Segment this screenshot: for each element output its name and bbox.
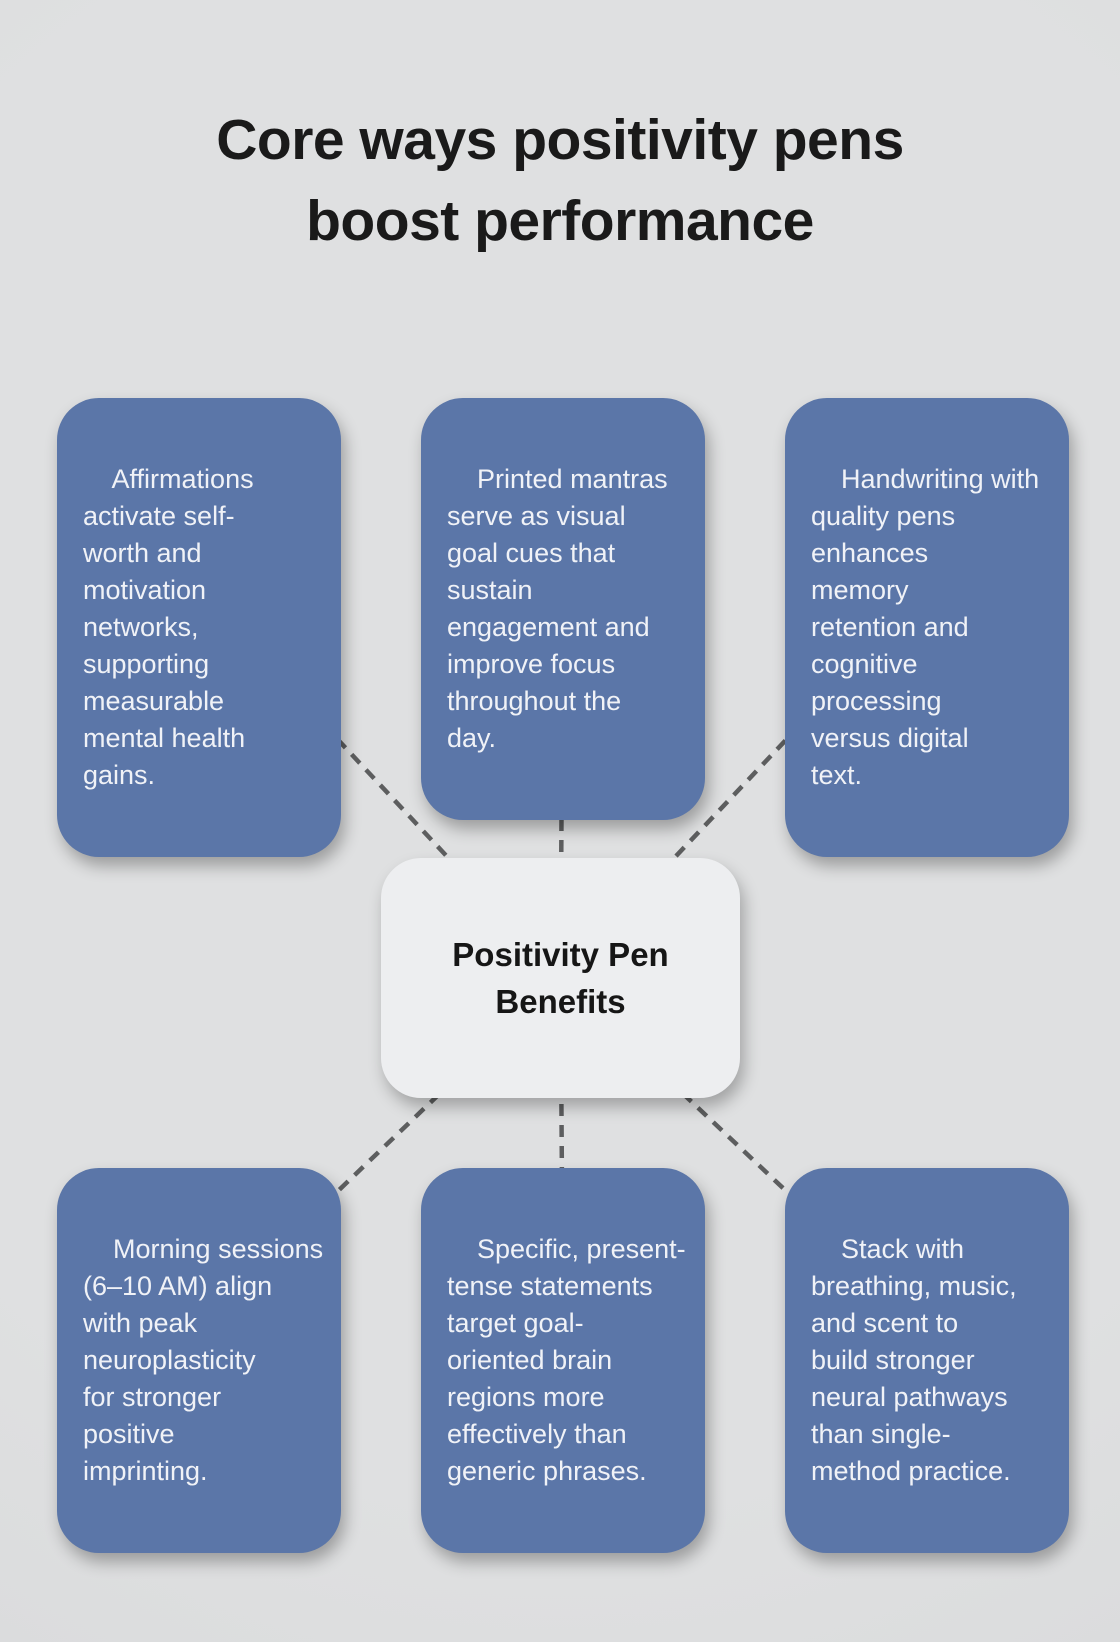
connector-line xyxy=(558,977,566,1325)
center-node-label: Positivity Pen Benefits xyxy=(452,936,669,1020)
benefit-node-affirmations: Affirmations activate self- worth and mo… xyxy=(57,398,341,857)
benefit-node-handwriting: Handwriting with quality pens enhances m… xyxy=(785,398,1069,857)
benefit-node-habit-stacking: Stack with breathing, music, and scent t… xyxy=(785,1168,1069,1553)
benefit-node-text: Affirmations activate self- worth and mo… xyxy=(83,464,254,790)
benefit-node-text: Morning sessions (6–10 AM) align with pe… xyxy=(83,1234,324,1486)
benefit-node-specific-statements: Specific, present- tense statements targ… xyxy=(421,1168,705,1553)
benefit-node-text: Printed mantras serve as visual goal cue… xyxy=(447,464,668,753)
benefit-node-text: Stack with breathing, music, and scent t… xyxy=(811,1234,1017,1486)
center-node: Positivity Pen Benefits xyxy=(381,858,740,1098)
page-title: Core ways positivity pens boost performa… xyxy=(216,108,904,253)
benefit-node-morning-sessions: Morning sessions (6–10 AM) align with pe… xyxy=(57,1168,341,1553)
benefit-node-printed-mantras: Printed mantras serve as visual goal cue… xyxy=(421,398,705,820)
benefit-node-text: Specific, present- tense statements targ… xyxy=(447,1234,686,1486)
benefit-node-text: Handwriting with quality pens enhances m… xyxy=(811,464,1040,790)
